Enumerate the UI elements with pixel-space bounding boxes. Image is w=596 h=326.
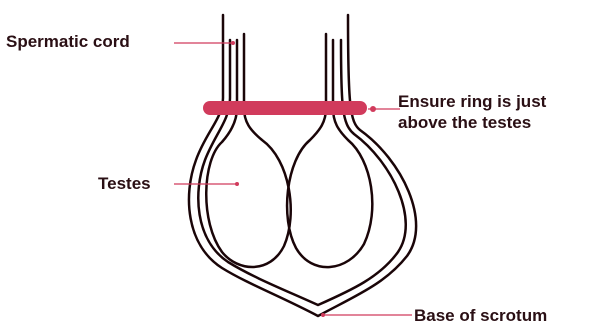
ring-label-line-1: Ensure ring is just [398, 91, 546, 112]
spermatic-cord-leader-dot [231, 41, 235, 45]
ring-position-label: Ensure ring is just above the testes [398, 91, 546, 133]
testes-label: Testes [98, 173, 151, 194]
base-leader-dot [321, 313, 325, 317]
testes-leader-dot [235, 182, 239, 186]
right-testis [287, 108, 372, 267]
ring-leader-dot [370, 106, 376, 112]
ring-label-line-2: above the testes [398, 112, 546, 133]
scrotum-inner-outline [198, 40, 405, 305]
spermatic-cord-label: Spermatic cord [6, 31, 130, 52]
base-of-scrotum-label: Base of scrotum [414, 305, 547, 326]
